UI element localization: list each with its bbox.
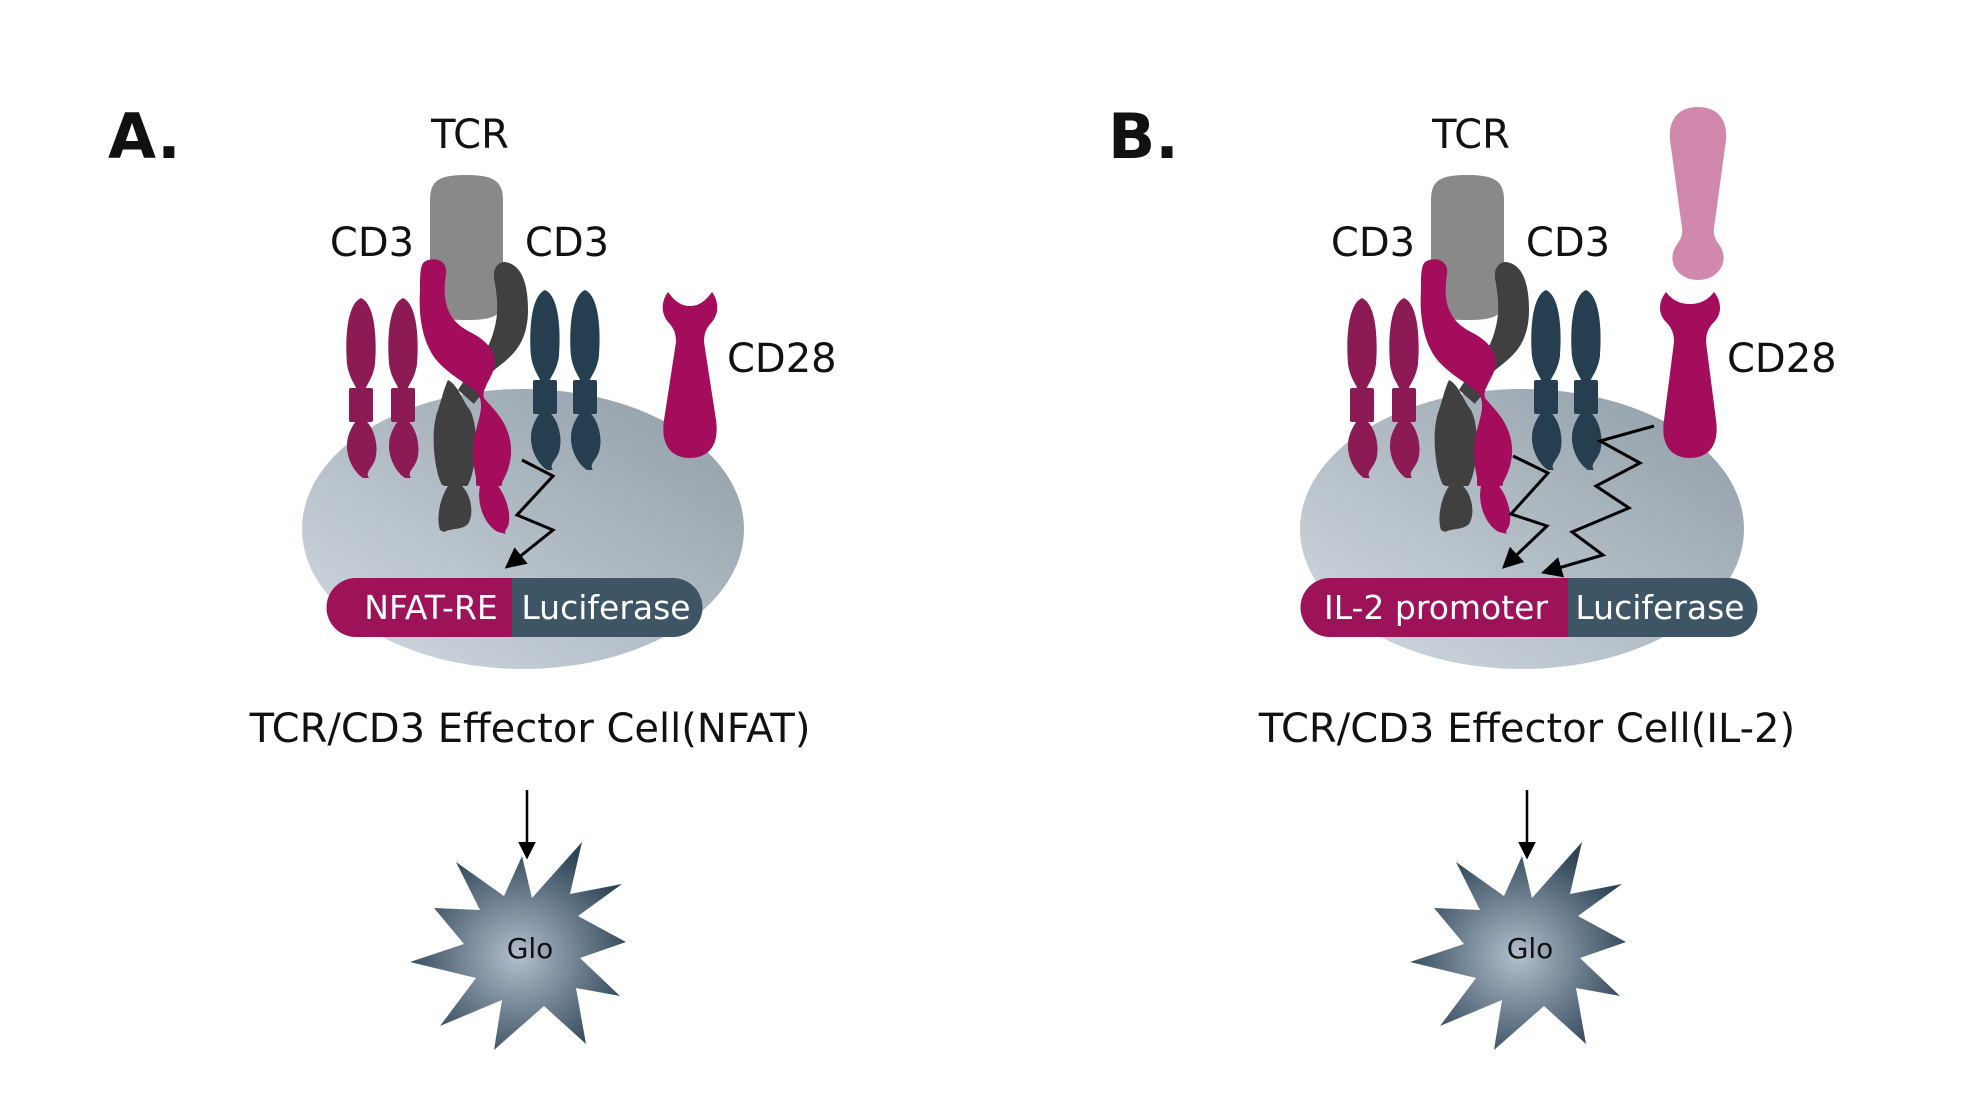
cd28-label: CD28 [727, 336, 837, 382]
cell-caption: TCR/CD3 Effector Cell(NFAT) [249, 706, 811, 752]
glo-star-shape [410, 842, 626, 1050]
glo-label: Glo [507, 932, 554, 965]
luciferase-segment [1568, 578, 1758, 637]
promoter-label: IL-2 promoter [1324, 588, 1548, 627]
signal-arrow [504, 458, 556, 569]
cd3-label-right: CD3 [525, 220, 609, 266]
signal-arrow-tcr [1501, 454, 1551, 569]
reporter-construct: NFAT-RE Luciferase [326, 578, 703, 637]
cd3-label-left: CD3 [1331, 220, 1415, 266]
reporter-construct: IL-2 promoter Luciferase [1300, 578, 1758, 637]
tcr-complex [419, 175, 528, 534]
tcr-label: TCR [430, 112, 509, 158]
tcr-complex [1420, 175, 1529, 534]
cd28-receptor [662, 292, 718, 458]
promoter-segment [326, 578, 512, 637]
luciferase-segment [512, 578, 703, 637]
cd28-ligand [1669, 107, 1727, 280]
glo-burst: Glo [1410, 842, 1626, 1050]
cd3-label-right: CD3 [1526, 220, 1610, 266]
glo-label: Glo [1507, 932, 1554, 965]
cd28-receptor [1660, 292, 1720, 458]
cell-caption: TCR/CD3 Effector Cell(IL-2) [1258, 706, 1795, 752]
glo-star-shape [1410, 842, 1626, 1050]
panel-letter: B. [1108, 100, 1179, 173]
cd3-label-left: CD3 [330, 220, 414, 266]
promoter-segment [1300, 578, 1568, 637]
panel-a: A. TCR CD3 C [108, 100, 837, 1050]
luciferase-label: Luciferase [521, 588, 690, 627]
promoter-label: NFAT-RE [364, 588, 497, 627]
luciferase-label: Luciferase [1575, 588, 1744, 627]
tcr-label: TCR [1431, 112, 1510, 158]
signal-arrow-cd28 [1540, 424, 1655, 578]
panel-b: B. TCR CD3 CD3 CD28 [1108, 100, 1837, 1050]
glo-burst: Glo [410, 842, 626, 1050]
panel-letter: A. [108, 100, 181, 173]
cd28-label: CD28 [1727, 336, 1837, 382]
